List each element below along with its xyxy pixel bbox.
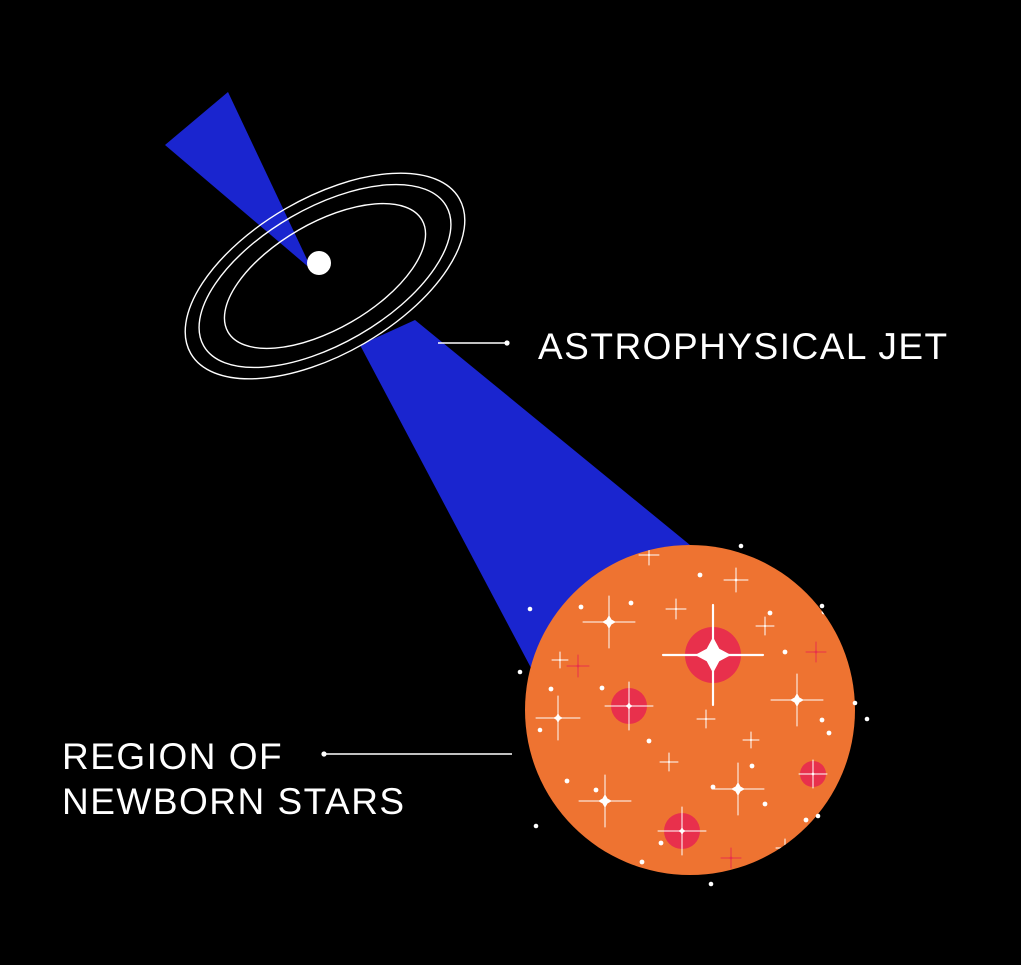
space-dot	[738, 543, 744, 549]
star-dot	[749, 763, 755, 769]
star-dot	[639, 859, 645, 865]
star-dot	[628, 600, 634, 606]
star-dot	[803, 817, 809, 823]
star-dot	[548, 686, 554, 692]
disk-ring-middle	[198, 183, 452, 369]
white-star	[582, 595, 636, 649]
accretion-disk	[184, 172, 466, 380]
central-object	[307, 251, 331, 275]
small-star	[551, 651, 569, 669]
red-star	[566, 654, 590, 678]
space-dot	[527, 606, 533, 612]
upper-jet-cone	[165, 92, 312, 270]
space-dot	[815, 813, 821, 819]
newborn-stars-region	[525, 545, 855, 875]
space-dot	[533, 823, 539, 829]
small-star	[755, 616, 775, 636]
space-dot	[819, 603, 825, 609]
star-dot	[767, 610, 773, 616]
small-star	[665, 598, 687, 620]
star-dot	[782, 649, 788, 655]
white-star	[604, 681, 654, 731]
star-dot	[646, 738, 652, 744]
star-dot	[826, 730, 832, 736]
star-dot	[599, 685, 605, 691]
white-star	[657, 806, 707, 856]
region-label-line2: NEWBORN STARS	[62, 781, 406, 822]
star-dot	[819, 717, 825, 723]
small-star	[723, 567, 749, 593]
star-dot	[593, 787, 599, 793]
region-label-line1: REGION OF	[62, 736, 283, 777]
red-star	[720, 847, 742, 869]
jet-leader-dot	[504, 340, 510, 346]
dots-layer	[517, 543, 870, 887]
white-star	[770, 673, 824, 727]
jet-leader	[438, 340, 510, 346]
star-dot	[564, 778, 570, 784]
space-dot	[537, 727, 543, 733]
region-leader-dot	[321, 751, 327, 757]
space-dot	[852, 700, 858, 706]
small-star	[659, 752, 679, 772]
disk-ring-inner	[223, 202, 427, 350]
red-star	[805, 641, 827, 663]
disk-ring-outer	[184, 172, 466, 380]
white-star	[578, 774, 632, 828]
star-dot	[578, 604, 584, 610]
space-dot	[708, 881, 714, 887]
star-dot	[710, 784, 716, 790]
star-dot	[697, 572, 703, 578]
small-star	[798, 759, 828, 789]
star-dot	[658, 840, 664, 846]
white-star	[661, 603, 765, 707]
region-leader	[321, 751, 512, 757]
small-star	[696, 709, 716, 729]
star-dot	[762, 801, 768, 807]
space-dot	[517, 669, 523, 675]
jet-label: ASTROPHYSICAL JET	[538, 326, 949, 367]
white-star	[711, 762, 765, 816]
small-star	[742, 731, 760, 749]
white-star	[535, 695, 581, 741]
stars-layer	[535, 545, 832, 869]
space-dot	[864, 716, 870, 722]
